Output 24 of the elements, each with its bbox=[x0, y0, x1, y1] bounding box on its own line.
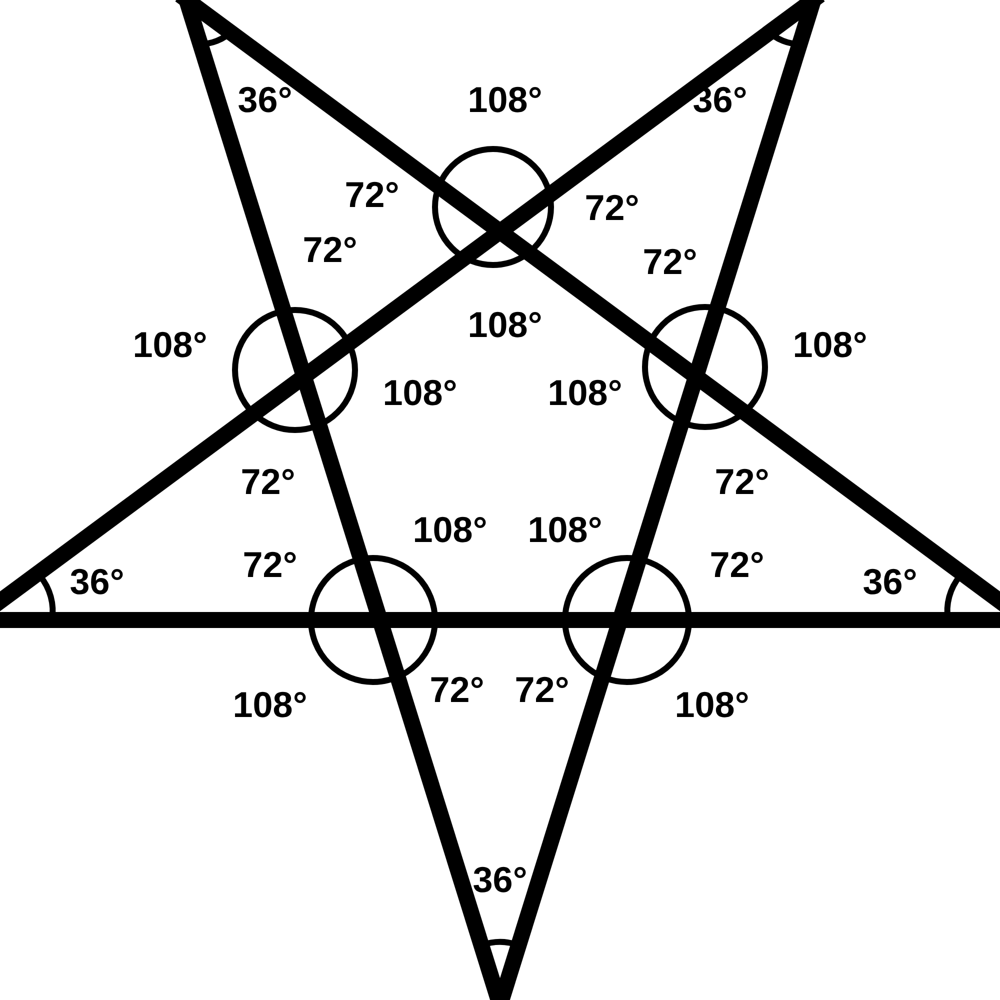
angle-label: 72° bbox=[710, 547, 764, 583]
angle-label: 72° bbox=[242, 547, 298, 583]
angle-label: 108° bbox=[548, 375, 622, 411]
angle-label: 108° bbox=[468, 307, 542, 343]
angle-label: 36° bbox=[862, 564, 918, 600]
angle-label: 36° bbox=[70, 564, 124, 600]
angle-label: 108° bbox=[528, 512, 602, 548]
angle-label: 108° bbox=[674, 687, 750, 723]
angle-label: 72° bbox=[430, 672, 484, 708]
angle-label: 108° bbox=[382, 375, 458, 411]
angle-label: 108° bbox=[132, 327, 208, 363]
angle-label: 72° bbox=[344, 177, 400, 213]
angle-label: 72° bbox=[514, 672, 570, 708]
angle-label: 72° bbox=[240, 464, 296, 500]
angle-label: 72° bbox=[714, 464, 770, 500]
angle-label: 108° bbox=[468, 82, 542, 118]
angle-label: 108° bbox=[792, 327, 868, 363]
angle-label: 108° bbox=[232, 687, 308, 723]
angle-label: 36° bbox=[238, 82, 292, 118]
angle-label: 108° bbox=[412, 512, 488, 548]
angle-label: 72° bbox=[642, 244, 698, 280]
angle-label: 72° bbox=[302, 232, 358, 268]
angle-label: 72° bbox=[584, 190, 640, 226]
angle-label: 36° bbox=[472, 862, 528, 898]
